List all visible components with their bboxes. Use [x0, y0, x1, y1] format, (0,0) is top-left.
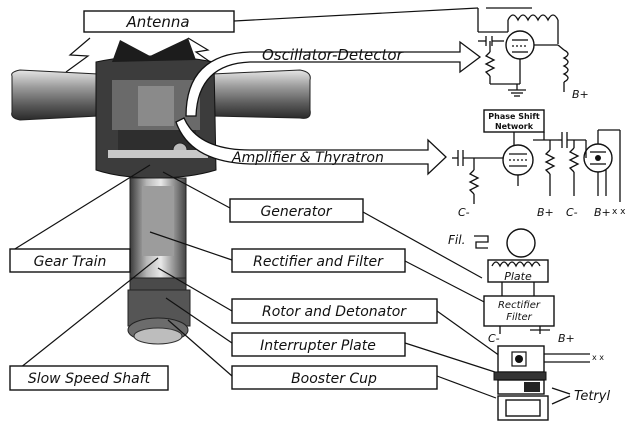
label-rectifier-filter: Rectifier and Filter [231, 248, 406, 273]
oscillator-schematic: B+ [477, 7, 589, 101]
amp-bplus-2: B+ [594, 206, 611, 219]
oscillator-bplus: B+ [572, 88, 589, 101]
fuze-photo [11, 38, 311, 345]
phase-shift-label-2: Network [495, 122, 534, 131]
interrupter-leader [404, 342, 499, 374]
oscillator-arrow [185, 40, 482, 117]
label-interrupter-plate: Interrupter Plate [231, 332, 406, 357]
gear-train-label: Gear Train [34, 254, 107, 270]
plate-label: Plate [504, 270, 532, 283]
leader-lines [9, 7, 501, 399]
rectifier-filter-label: Rectifier and Filter [253, 254, 384, 270]
rectifier-leader [404, 260, 491, 306]
rotor-leader [436, 310, 501, 357]
rectifier-box-label-2: Filter [506, 312, 532, 323]
det-xmarks: x x [592, 353, 604, 362]
detonator-schematic: x x Tetryl [493, 345, 610, 421]
label-antenna: Antenna [83, 10, 235, 33]
fil-label: Fil. [448, 233, 465, 247]
generator-schematic: Fil. Plate Rectifier Filter C- B+ [448, 228, 575, 345]
amp-cminus: C- [458, 206, 470, 219]
gear-train-leader [9, 164, 151, 253]
label-gear-train: Gear Train [9, 248, 131, 273]
amp-xmarks: x x [612, 207, 626, 217]
label-booster-cup: Booster Cup [231, 365, 438, 390]
booster-cup-label: Booster Cup [291, 371, 377, 387]
antenna-label: Antenna [125, 13, 189, 31]
antenna-pointer-right [187, 37, 217, 67]
tetryl-label: Tetryl [574, 389, 610, 404]
oscillator-detector-label: Oscillator-Detector [262, 46, 404, 64]
interrupter-plate-label: Interrupter Plate [260, 338, 376, 354]
label-slow-speed-shaft: Slow Speed Shaft [9, 365, 169, 391]
amp-cminus-2: C- [566, 206, 578, 219]
slow-shaft-leader [19, 257, 159, 369]
gen-cminus: C- [488, 332, 500, 345]
rotor-detonator-label: Rotor and Detonator [262, 304, 407, 320]
slow-speed-shaft-label: Slow Speed Shaft [28, 371, 151, 387]
label-rotor-detonator: Rotor and Detonator [231, 298, 438, 324]
amp-bplus-1: B+ [537, 206, 554, 219]
gen-bplus: B+ [558, 332, 575, 345]
label-generator: Generator [229, 198, 364, 223]
antenna-pointer-left [65, 37, 91, 73]
amplifier-thyratron-label: Amplifier & Thyratron [231, 150, 384, 166]
generator-label: Generator [260, 204, 332, 220]
booster-leader [436, 375, 497, 399]
phase-shift-label-1: Phase Shift [488, 112, 540, 121]
amplifier-arrow [175, 117, 447, 176]
amplifier-schematic: Phase Shift Network C- B+ C- [452, 109, 626, 219]
generator-leader [362, 211, 483, 279]
antenna-leader [233, 7, 479, 22]
rectifier-box-label-1: Rectifier [498, 300, 541, 311]
